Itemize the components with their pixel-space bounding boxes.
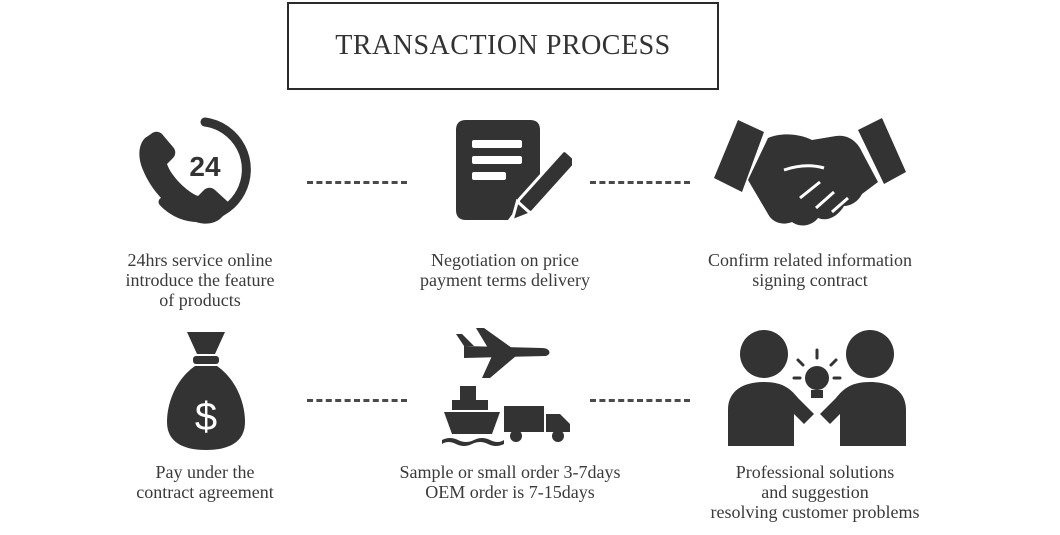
shipping-icon bbox=[442, 326, 572, 450]
connector-dash bbox=[590, 181, 690, 184]
document-pen-icon bbox=[450, 116, 572, 236]
step-caption-line: Sample or small order 3-7days bbox=[399, 462, 621, 482]
step-caption: Sample or small order 3-7days OEM order … bbox=[365, 462, 655, 502]
people-idea-icon bbox=[724, 328, 910, 446]
step-caption: Professional solutions and suggestion re… bbox=[670, 462, 960, 522]
connector-dash bbox=[307, 399, 407, 402]
handshake-icon bbox=[712, 118, 908, 228]
step-caption-line: signing contract bbox=[752, 270, 868, 290]
connector-dash bbox=[590, 399, 690, 402]
step-caption-line: Negotiation on price bbox=[431, 250, 579, 270]
phone-badge-text: 24 bbox=[189, 151, 221, 182]
step-caption-line: OEM order is 7-15days bbox=[425, 482, 595, 502]
step-caption-line: of products bbox=[159, 290, 241, 310]
phone-24-icon: 24 bbox=[135, 116, 260, 228]
step-caption-line: and suggestion bbox=[761, 482, 869, 502]
step-caption-line: resolving customer problems bbox=[710, 502, 920, 522]
dollar-glyph: $ bbox=[195, 395, 217, 439]
step-caption-line: contract agreement bbox=[136, 482, 274, 502]
connector-dash bbox=[307, 181, 407, 184]
title-box: TRANSACTION PROCESS bbox=[287, 2, 719, 90]
page-title: TRANSACTION PROCESS bbox=[335, 30, 671, 61]
step-caption: Pay under the contract agreement bbox=[80, 462, 330, 502]
step-caption: Confirm related information signing cont… bbox=[660, 250, 960, 290]
step-caption: 24hrs service online introduce the featu… bbox=[80, 250, 320, 310]
step-caption-line: introduce the feature bbox=[125, 270, 275, 290]
step-caption-line: payment terms delivery bbox=[420, 270, 590, 290]
step-caption-line: Professional solutions bbox=[735, 462, 895, 482]
step-caption: Negotiation on price payment terms deliv… bbox=[385, 250, 625, 290]
step-caption-line: 24hrs service online bbox=[127, 250, 273, 270]
step-caption-line: Confirm related information bbox=[708, 250, 912, 270]
money-bag-icon: $ bbox=[165, 330, 247, 452]
step-caption-line: Pay under the bbox=[155, 462, 255, 482]
